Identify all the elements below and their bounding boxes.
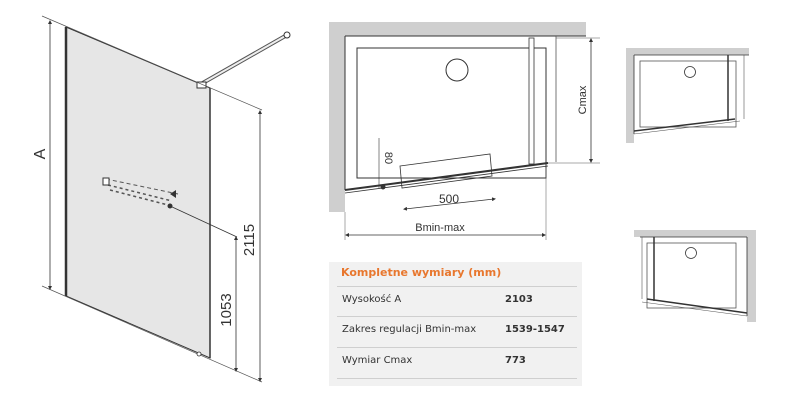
dimension-cmax-label: Cmax (577, 85, 589, 114)
foot-bracket-icon (196, 351, 202, 357)
row-label: Wysokość A (342, 294, 402, 305)
bottom-extension-line (41, 285, 263, 383)
variant-left-drawing (626, 48, 749, 143)
row-value: 2103 (505, 294, 533, 305)
row-value: 1539-1547 (505, 324, 565, 335)
dimensions-table: Kompletne wymiary (mm) Wysokość A 2103 Z… (329, 262, 582, 386)
dimension-total-height-label: 2115 (241, 224, 258, 256)
shelf-icon (102, 177, 238, 238)
table-title: Kompletne wymiary (mm) (341, 266, 502, 279)
variant-right-drawing (634, 230, 756, 322)
dimension-offset-label: 80 (382, 152, 394, 164)
table-row: Wysokość A 2103 (337, 286, 577, 315)
table-row: Zakres regulacji Bmin-max 1539-1547 (337, 316, 577, 345)
stabilizer-bar (196, 31, 291, 89)
row-label: Wymiar Cmax (342, 355, 413, 366)
table-divider (337, 378, 577, 379)
row-label: Zakres regulacji Bmin-max (342, 324, 477, 335)
dimension-shelf-length-label: 500 (439, 192, 459, 206)
table-row: Wymiar Cmax 773 (337, 347, 577, 376)
dimension-a-label: A (32, 148, 49, 159)
plan-drawing: 80 500 Cmax Bmin-max (329, 22, 600, 240)
dimension-width-label: Bmin-max (415, 222, 465, 234)
dimension-shelf-height-label: 1053 (218, 293, 235, 326)
top-extension-line (41, 15, 263, 111)
row-value: 773 (505, 355, 526, 366)
